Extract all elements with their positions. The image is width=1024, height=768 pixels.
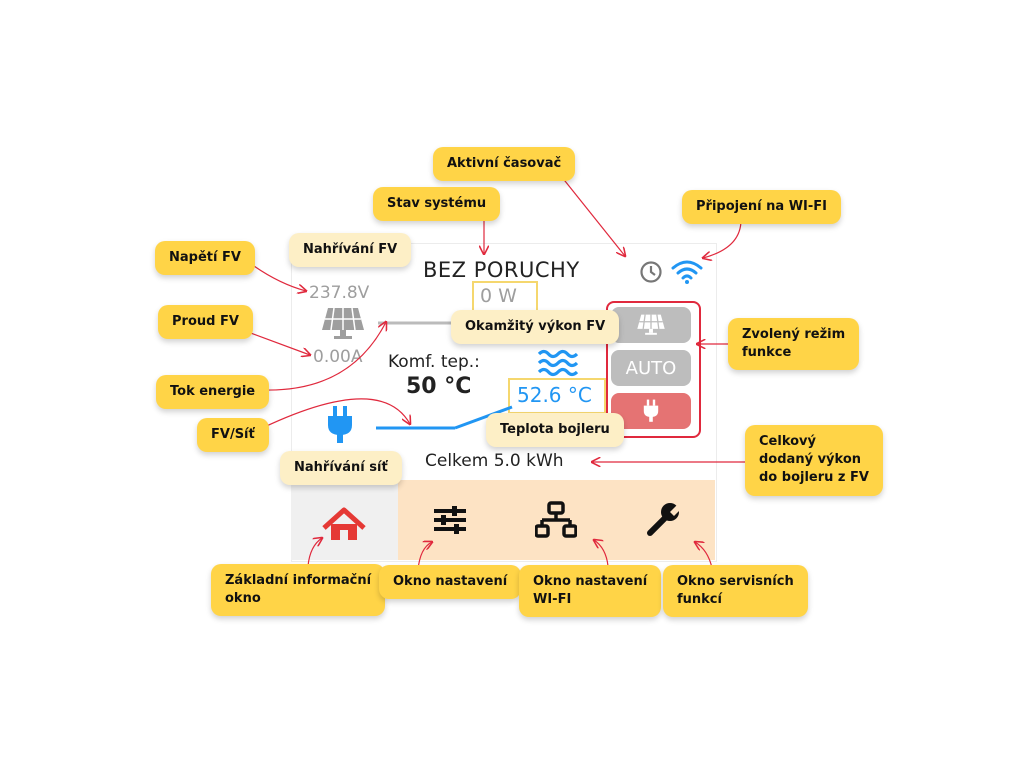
annotation-service-window: Okno servisních funkcí [663, 565, 808, 618]
nav-home-button[interactable] [291, 480, 398, 560]
network-icon [535, 501, 577, 538]
clock-icon [640, 261, 662, 283]
system-status: BEZ PORUCHY [423, 258, 580, 282]
annotation-pv-grid: FV/Síť [197, 418, 269, 453]
plug-icon [328, 406, 352, 443]
annotation-wifi-connection: Připojení na WI-FI [682, 190, 841, 225]
boiler-temp-box: 52.6 °C [508, 378, 606, 414]
mode-grid-button[interactable] [611, 393, 691, 429]
home-icon [322, 507, 366, 540]
annotation-energy-flow: Tok energie [156, 375, 270, 410]
annotation-grid-heating: Nahřívání síť [280, 451, 402, 486]
sliders-icon [434, 506, 466, 534]
instant-power-box: 0 W [472, 281, 538, 315]
pv-current-value: 0.00A [313, 347, 363, 367]
boiler-temp-value: 52.6 °C [517, 383, 592, 407]
annotation-settings-window: Okno nastavení [379, 565, 522, 600]
annotation-system-state: Stav systému [373, 187, 501, 222]
annotation-boiler-temp: Teplota bojleru [486, 413, 624, 448]
mode-selection-frame [606, 301, 701, 438]
mode-auto-button[interactable]: AUTO [611, 350, 691, 386]
annotation-pv-voltage: Napětí FV [155, 241, 255, 276]
annotation-total: Celkový dodaný výkon do bojleru z FV [745, 425, 883, 496]
mode-auto-label: AUTO [625, 357, 677, 379]
solar-panel-icon [637, 314, 665, 335]
nav-settings-button[interactable] [400, 480, 500, 560]
mode-pv-button[interactable] [611, 307, 691, 343]
annotation-basic-window: Základní informační okno [211, 564, 386, 617]
annotation-instant-power: Okamžitý výkon FV [451, 310, 620, 345]
annotation-active-timer: Aktivní časovač [433, 147, 576, 182]
plug-icon [643, 399, 659, 422]
waves-icon [537, 349, 579, 377]
solar-panel-icon [322, 307, 364, 339]
instant-power-value: 0 W [480, 285, 517, 307]
comfort-temp-label: Komf. tep.: [388, 352, 480, 372]
nav-service-button[interactable] [612, 480, 712, 560]
annotation-pv-heating: Nahřívání FV [289, 233, 412, 268]
total-energy: Celkem 5.0 kWh [425, 451, 564, 471]
wrench-icon [647, 503, 682, 536]
pv-voltage-value: 237.8V [309, 283, 370, 303]
nav-wifi-settings-button[interactable] [506, 480, 606, 560]
annotation-selected-mode: Zvolený režim funkce [728, 318, 860, 371]
wifi-icon [671, 260, 703, 284]
comfort-temp-value: 50 °C [406, 374, 472, 399]
annotation-pv-current: Proud FV [158, 305, 253, 340]
annotation-wifi-window: Okno nastavení WI-FI [519, 565, 662, 618]
